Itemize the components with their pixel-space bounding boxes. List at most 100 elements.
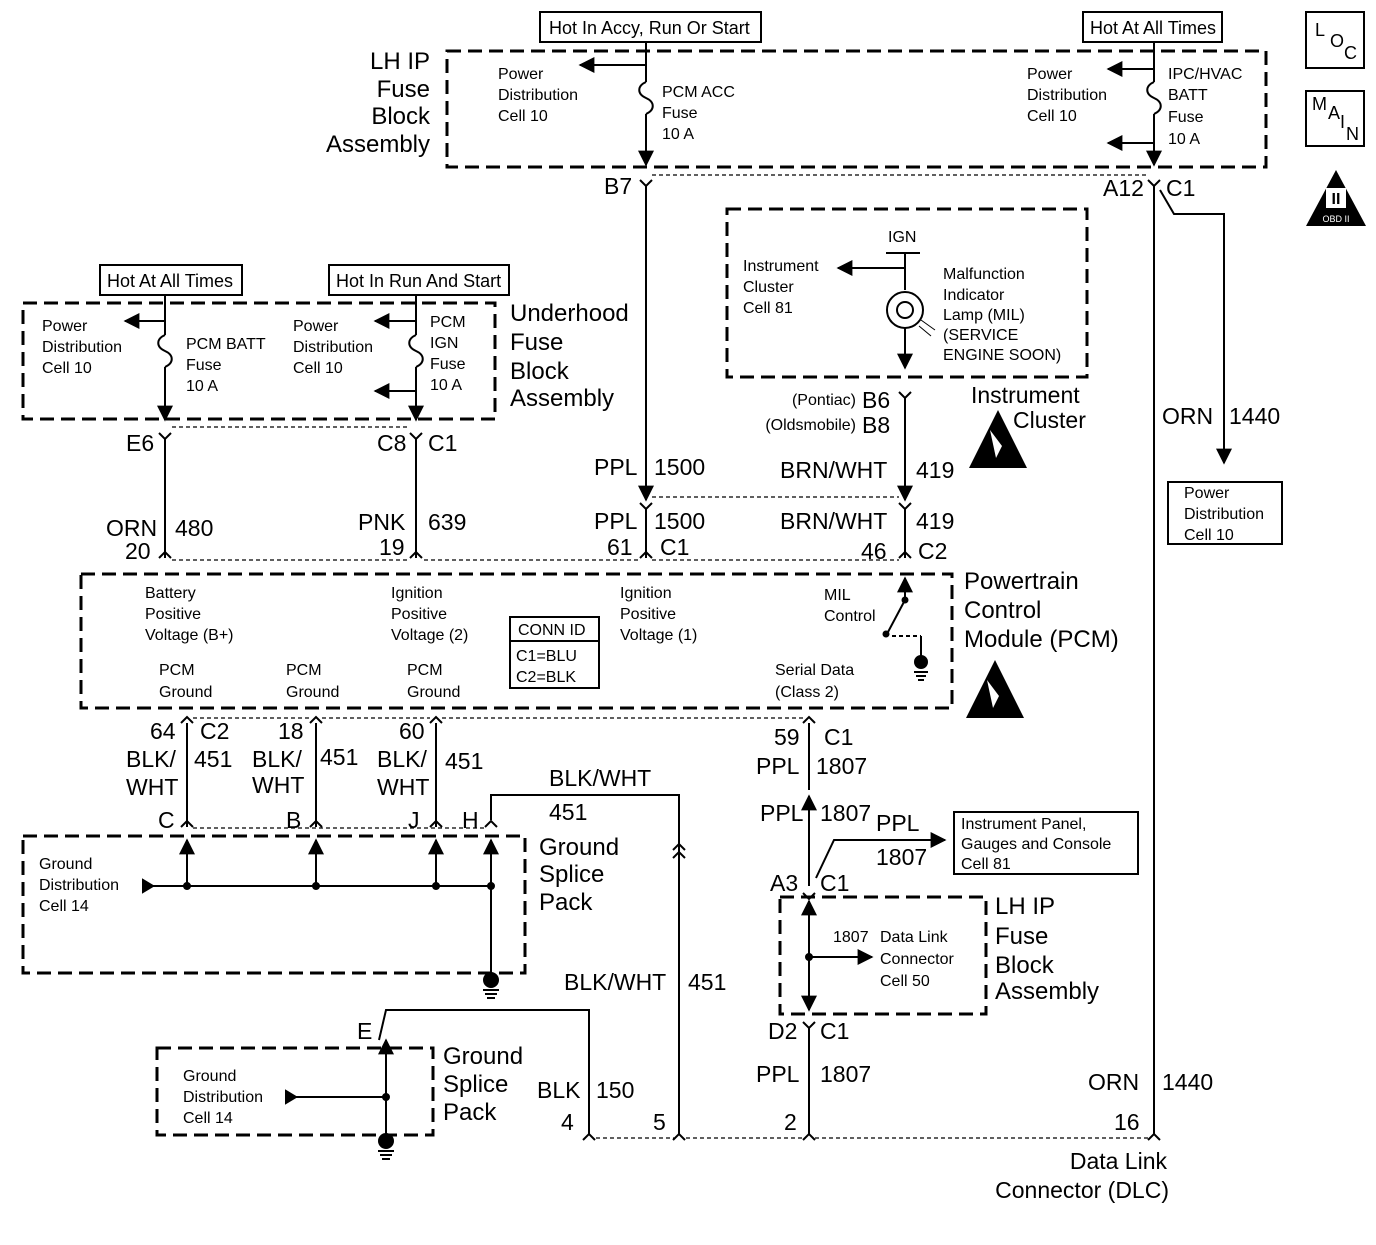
svg-text:Positive: Positive: [145, 606, 201, 623]
svg-text:1440: 1440: [1229, 403, 1280, 429]
source-label: Hot In Accy, Run Or Start: [549, 18, 750, 38]
svg-text:A12: A12: [1103, 175, 1144, 201]
svg-text:PCM: PCM: [430, 314, 466, 331]
svg-text:PCM BATT: PCM BATT: [186, 336, 266, 353]
svg-text:(SERVICE: (SERVICE: [943, 327, 1018, 344]
svg-text:Splice: Splice: [539, 861, 604, 888]
lh-ip-fuse-block-2-box: [778, 895, 988, 1016]
svg-text:Pack: Pack: [539, 889, 593, 916]
svg-text:PCM: PCM: [159, 662, 195, 679]
svg-text:Cell 50: Cell 50: [880, 973, 930, 990]
svg-text:451: 451: [194, 746, 232, 772]
svg-text:BLK/: BLK/: [252, 746, 302, 772]
svg-text:Cell 81: Cell 81: [743, 300, 793, 317]
source-label: Hot In Run And Start: [336, 271, 501, 291]
svg-text:Distribution: Distribution: [183, 1089, 263, 1106]
svg-text:16: 16: [1114, 1109, 1140, 1135]
svg-text:PPL: PPL: [876, 810, 920, 836]
svg-text:C1: C1: [660, 534, 689, 560]
svg-text:PPL: PPL: [756, 1061, 800, 1087]
svg-text:BLK/WHT: BLK/WHT: [564, 969, 666, 995]
svg-text:46: 46: [861, 538, 887, 564]
source-box-hot-all-times: [1082, 11, 1223, 43]
svg-text:Control: Control: [824, 608, 876, 625]
svg-text:J: J: [408, 807, 420, 833]
svg-text:IGN: IGN: [888, 229, 916, 246]
esd-warning-icon: [969, 410, 1027, 468]
svg-text:Data Link: Data Link: [880, 929, 949, 946]
svg-text:2: 2: [784, 1109, 797, 1135]
instrument-panel-box: [953, 811, 1139, 875]
svg-text:150: 150: [596, 1077, 634, 1103]
svg-text:Distribution: Distribution: [42, 339, 122, 356]
svg-text:WHT: WHT: [377, 774, 429, 800]
svg-text:419: 419: [916, 457, 954, 483]
svg-text:Cell 10: Cell 10: [1027, 108, 1077, 125]
svg-text:I: I: [1340, 112, 1345, 132]
svg-text:Gauges and Console: Gauges and Console: [961, 836, 1111, 853]
svg-text:Block: Block: [995, 952, 1055, 979]
svg-text:Distribution: Distribution: [293, 339, 373, 356]
svg-text:Distribution: Distribution: [39, 877, 119, 894]
svg-text:Fuse: Fuse: [995, 923, 1048, 950]
svg-text:Module (PCM): Module (PCM): [964, 626, 1119, 653]
svg-text:C2: C2: [918, 538, 947, 564]
svg-text:C8: C8: [377, 430, 406, 456]
svg-text:LH IP: LH IP: [995, 893, 1055, 920]
power-dist-box: [1167, 481, 1283, 545]
source-box-run-start: [328, 264, 510, 296]
svg-text:Block: Block: [371, 103, 431, 130]
svg-text:Fuse: Fuse: [186, 357, 222, 374]
svg-text:(Pontiac): (Pontiac): [792, 392, 856, 409]
svg-text:WHT: WHT: [252, 772, 304, 798]
ground-splice-pack-box: [21, 834, 527, 975]
svg-text:419: 419: [916, 508, 954, 534]
svg-text:1807: 1807: [833, 929, 869, 946]
svg-text:Distribution: Distribution: [498, 87, 578, 104]
svg-text:Indicator: Indicator: [943, 287, 1005, 304]
svg-text:1500: 1500: [654, 508, 705, 534]
svg-text:Splice: Splice: [443, 1071, 508, 1098]
svg-text:Serial Data: Serial Data: [775, 662, 854, 679]
svg-text:Assembly: Assembly: [326, 131, 430, 158]
svg-text:L: L: [1315, 20, 1325, 40]
svg-text:BLK: BLK: [537, 1077, 581, 1103]
svg-text:B7: B7: [604, 173, 632, 199]
svg-text:PPL: PPL: [760, 800, 804, 826]
svg-text:M: M: [1312, 94, 1327, 114]
svg-text:ENGINE SOON): ENGINE SOON): [943, 347, 1061, 364]
svg-text:Block: Block: [510, 358, 570, 385]
svg-text:1807: 1807: [876, 844, 927, 870]
svg-text:C1: C1: [820, 1018, 849, 1044]
svg-text:4: 4: [561, 1109, 574, 1135]
svg-text:Ignition: Ignition: [620, 585, 672, 602]
svg-text:Pack: Pack: [443, 1099, 497, 1126]
svg-text:59: 59: [774, 724, 800, 750]
svg-text:PCM ACC: PCM ACC: [662, 84, 735, 101]
instrument-cluster-box: [725, 207, 1089, 379]
svg-text:Instrument: Instrument: [971, 382, 1080, 408]
main-badge: [1305, 90, 1365, 147]
svg-text:CONN ID: CONN ID: [518, 622, 586, 639]
svg-text:D2: D2: [768, 1018, 797, 1044]
svg-text:PCM: PCM: [286, 662, 322, 679]
source-label: Hot At All Times: [107, 271, 233, 291]
svg-text:Fuse: Fuse: [662, 105, 698, 122]
svg-text:Power: Power: [1027, 66, 1073, 83]
svg-text:18: 18: [278, 718, 304, 744]
svg-text:PNK: PNK: [358, 509, 406, 535]
svg-text:Ground: Ground: [443, 1043, 523, 1070]
svg-text:II: II: [1332, 191, 1341, 208]
svg-text:1807: 1807: [820, 800, 871, 826]
svg-text:Data Link: Data Link: [1070, 1148, 1168, 1174]
svg-text:PPL: PPL: [594, 454, 638, 480]
svg-text:C1: C1: [1166, 175, 1195, 201]
svg-text:Power: Power: [293, 318, 339, 335]
svg-text:BLK/: BLK/: [377, 746, 427, 772]
svg-text:BRN/WHT: BRN/WHT: [780, 508, 887, 534]
svg-text:Cell 81: Cell 81: [961, 856, 1011, 873]
svg-text:1807: 1807: [816, 753, 867, 779]
svg-text:BATT: BATT: [1168, 87, 1208, 104]
svg-text:MIL: MIL: [824, 587, 851, 604]
